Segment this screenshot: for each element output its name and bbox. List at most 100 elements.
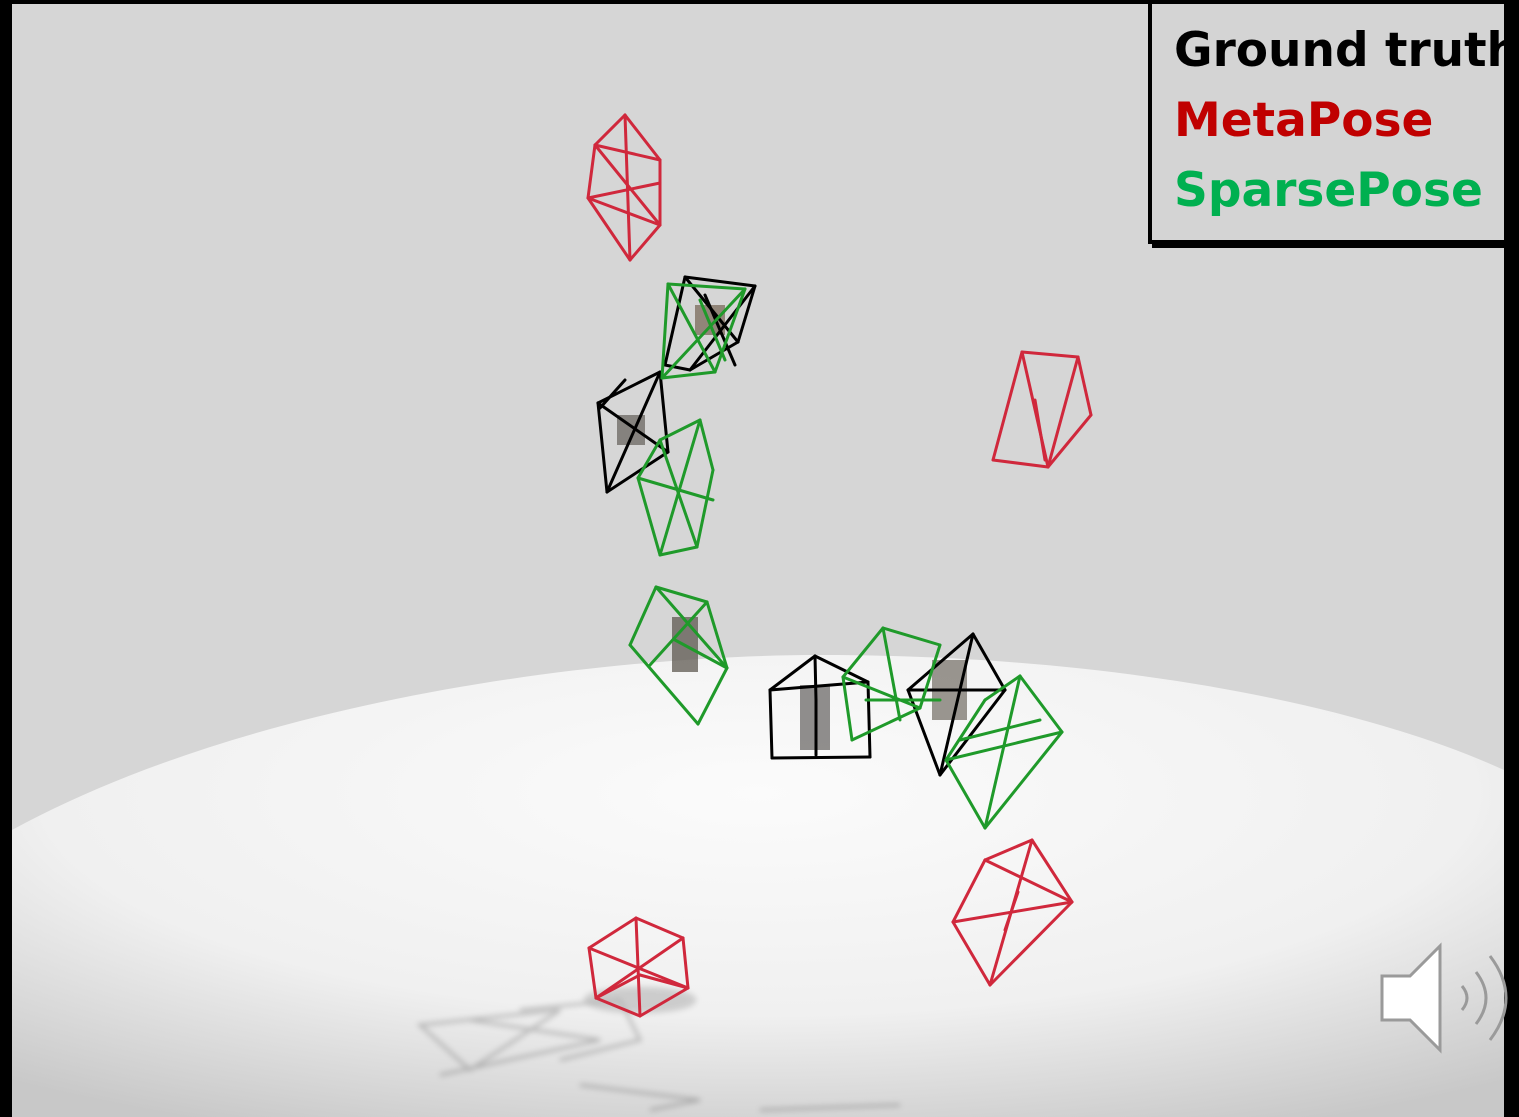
frustum-edge — [951, 858, 987, 924]
frustum-edge — [666, 282, 747, 291]
frustum-edge — [586, 143, 597, 200]
frustum-edge — [866, 680, 872, 759]
frustum-edge — [768, 688, 774, 760]
frustum-edge — [736, 284, 757, 344]
frustum-edge — [673, 638, 729, 670]
frustum-edge — [841, 675, 854, 742]
frustum-edge — [681, 936, 690, 990]
frustum-edge — [770, 755, 872, 760]
frustum-edge — [587, 946, 598, 1000]
frustum-edge — [586, 196, 632, 262]
frustum-edge — [593, 113, 627, 147]
frustum-edge — [988, 900, 1074, 987]
frustum-edge — [991, 350, 1024, 462]
sp-camera-5 — [944, 674, 1064, 830]
frustum-edge — [1076, 355, 1093, 417]
frustum-edge — [1030, 838, 1074, 904]
frustum-edge — [983, 674, 1022, 830]
sp-camera-3 — [628, 585, 729, 726]
speaker-icon[interactable] — [1376, 938, 1519, 1058]
legend-box: Ground truth MetaPose SparsePose — [1148, 4, 1504, 244]
frustum-edge — [813, 654, 818, 702]
frustum-edge — [1020, 350, 1080, 359]
frustum-edge — [906, 632, 975, 692]
camera-frustum-canvas — [12, 113, 1504, 1117]
frustum-edge — [944, 758, 987, 830]
frustum-edge — [688, 340, 740, 372]
frustum-edge — [623, 113, 632, 262]
frustum-edge — [918, 643, 942, 710]
frustum-edge — [654, 585, 709, 604]
frustum-edge — [636, 476, 662, 557]
frustum-edge — [813, 654, 870, 684]
frustum-edge — [971, 632, 1007, 692]
frustum-edge — [1046, 413, 1093, 469]
frustum-edge — [663, 275, 687, 367]
metapose-camera-1 — [586, 113, 662, 262]
frustum-edge — [638, 973, 690, 990]
frustum-edge — [658, 545, 699, 557]
frustum-edge — [944, 698, 987, 762]
sp-camera-2 — [636, 418, 715, 557]
frustum-edge — [586, 196, 662, 227]
frustum-edge — [605, 450, 670, 494]
frustum-edge — [696, 666, 729, 726]
frustum-edge — [628, 223, 662, 262]
frustum-edge — [634, 916, 642, 1018]
frustum-edge — [1033, 398, 1047, 462]
frustum-edge — [660, 282, 670, 380]
frustum-edge — [983, 730, 1064, 830]
frustum-edge — [698, 298, 727, 362]
gt-camera-1 — [663, 275, 757, 372]
frustum-edge — [636, 438, 662, 480]
metapose-camera-4 — [587, 916, 690, 1018]
frustum-edge — [1018, 674, 1064, 734]
frustum-edge — [594, 996, 642, 1018]
frustum-edge — [703, 293, 737, 367]
frustum-edge — [983, 838, 1034, 862]
frustum-edge — [663, 363, 692, 372]
frustum-edge — [658, 370, 670, 454]
frustum-edge — [881, 626, 902, 722]
frustum-edge — [666, 282, 717, 374]
frustum-edge — [938, 688, 1007, 777]
frustum-edge — [938, 632, 975, 777]
metapose-camera-2 — [991, 350, 1093, 469]
frustum-edge — [623, 113, 662, 162]
frustum-edge — [628, 585, 658, 647]
frustum-edge — [698, 418, 715, 472]
frustum-edge — [881, 626, 942, 647]
frustum-edge — [628, 643, 700, 726]
frustum-edge — [1046, 355, 1080, 469]
frustum-edge — [850, 706, 922, 742]
frustum-edge — [587, 916, 638, 950]
frustum-edge — [1003, 890, 1020, 932]
frustum-edge — [596, 401, 609, 494]
sp-camera-1 — [660, 282, 747, 380]
frustum-edge — [593, 143, 662, 162]
frustum-edge — [991, 458, 1050, 469]
frustums — [586, 113, 1093, 1018]
frustum-edge — [638, 986, 690, 1018]
legend-ground-truth: Ground truth — [1174, 23, 1504, 78]
frustum-edge — [983, 858, 1074, 904]
gt-camera-2 — [596, 370, 670, 494]
frustum-edge — [768, 654, 817, 692]
legend-metapose: MetaPose — [1174, 93, 1434, 148]
frustum-edge — [688, 284, 757, 372]
gt-camera-3 — [768, 654, 872, 760]
frustum-edge — [695, 468, 715, 549]
frustum-edge — [658, 418, 702, 557]
frustum-edge — [958, 718, 1042, 742]
frustum-edge — [586, 181, 662, 200]
metapose-camera-3 — [951, 838, 1074, 987]
frustum-edge — [841, 626, 885, 679]
frustum-edge — [648, 600, 709, 667]
frustum-edge — [683, 275, 757, 288]
frustum-edge — [768, 680, 870, 692]
frustum-edge — [654, 585, 729, 670]
frustum-edge — [951, 920, 992, 987]
3d-pose-scene: Ground truth MetaPose SparsePose — [12, 4, 1504, 1117]
frustum-edge — [841, 675, 922, 710]
